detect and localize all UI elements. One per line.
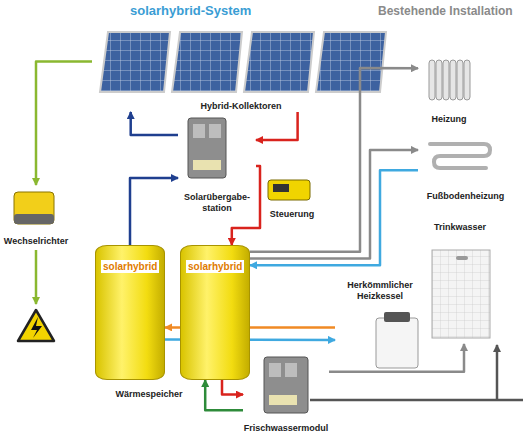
voltage-sign (18, 310, 54, 341)
inverter-base (14, 214, 54, 224)
radiator-rib (436, 60, 442, 100)
radiator-rib (457, 60, 463, 100)
controller: Steuerung (262, 176, 322, 220)
module-part (269, 363, 281, 377)
component-label: Wechselrichter (1, 236, 71, 247)
pipe-connector (131, 112, 178, 135)
pipe-connector (250, 170, 418, 265)
module-body (264, 357, 308, 413)
solar-panel (172, 32, 242, 92)
component-label: Heizung (418, 114, 480, 125)
inverter-body (14, 192, 54, 224)
pipe-connector (130, 178, 178, 245)
radiator-icon (429, 60, 470, 100)
radiator-rib (429, 60, 435, 100)
inverter-icon (14, 192, 54, 224)
pipe-connector (256, 112, 298, 140)
controller-icon (268, 180, 310, 200)
radiator-rib (464, 60, 470, 100)
station-plate (193, 160, 221, 170)
floor-heating: Fußbodenheizung (418, 136, 513, 202)
radiator: Heizung (418, 55, 480, 125)
pipe-connector (250, 150, 418, 259)
shower-wall (432, 250, 490, 338)
section-heading: Bestehende Installation (378, 4, 513, 18)
solar-panel (244, 32, 314, 92)
storage-tank: solarhybrid (95, 245, 165, 380)
station-part (209, 124, 221, 138)
tank-logo: solarhybrid (101, 260, 159, 273)
component-label: Frischwassermodul (243, 423, 329, 434)
boiler-body (376, 318, 418, 368)
cold-water-branch (496, 345, 499, 400)
component-label: Hybrid-Kollektoren (92, 101, 390, 112)
component-label: Steuerung (262, 209, 322, 220)
solar-panel (100, 32, 170, 92)
shower-head (456, 256, 468, 260)
fresh-water-module-icon (264, 357, 308, 413)
radiator-rib (443, 60, 449, 100)
floor-heating-coil (430, 144, 490, 168)
pipe-connector (222, 380, 243, 395)
pipe-connector (329, 344, 464, 372)
controller-body (268, 180, 310, 200)
component-label: Trinkwasser (420, 222, 500, 233)
boiler: Herkömmlicher Heizkessel (335, 280, 425, 375)
boiler-icon (376, 312, 418, 368)
module-part (285, 363, 297, 377)
cold-water-line (310, 399, 523, 402)
tank-logo: solarhybrid (186, 260, 244, 273)
transfer-station-icon (188, 118, 226, 178)
warning-triangle (18, 310, 54, 341)
controller-screen (273, 184, 289, 192)
component-label: Solarübergabe- station (178, 192, 256, 214)
component-label: Fußbodenheizung (418, 191, 513, 202)
pipe-connector (250, 68, 418, 252)
pipe-connector (36, 62, 92, 185)
pipe-connector (205, 380, 243, 410)
shower-icon (432, 250, 490, 338)
component-label: Herkömmlicher Heizkessel (335, 280, 425, 302)
diagram-title: solarhybrid-System (130, 3, 251, 18)
collector-group: Hybrid-Kollektoren (92, 28, 390, 112)
transfer-station: Solarübergabe- station (178, 114, 256, 214)
component-label: Wärmespeicher (104, 389, 194, 400)
fresh-water-module: Frischwassermodul (243, 352, 329, 434)
storage-tank: solarhybrid (180, 245, 250, 380)
radiator-rib (450, 60, 456, 100)
pipe-connector (232, 166, 260, 245)
lightning-bolt (31, 317, 42, 338)
power-line (35, 250, 38, 304)
storage-group: Wärmespeicher solarhybrid solarhybrid (90, 240, 258, 400)
station-body (188, 118, 226, 178)
solar-panel (316, 32, 386, 92)
solar-panels (100, 32, 386, 92)
module-plate (269, 395, 297, 405)
boiler-top (384, 312, 410, 322)
inverter: Wechselrichter (1, 185, 71, 247)
station-part (193, 124, 205, 138)
drinking-water: Trinkwasser (420, 222, 500, 344)
